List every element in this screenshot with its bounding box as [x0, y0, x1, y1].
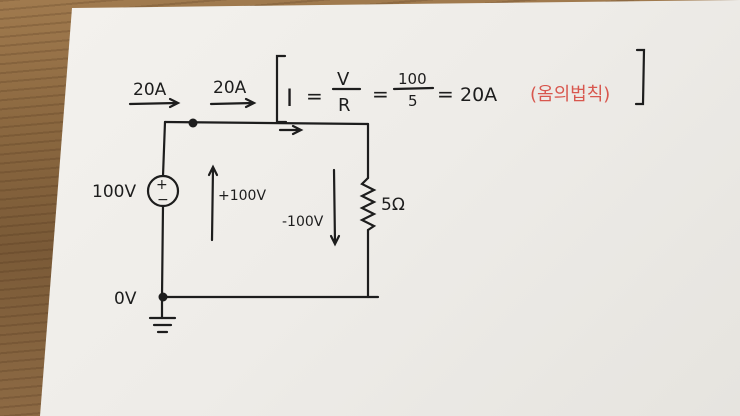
voltage-drop-label: -100V [282, 214, 324, 230]
wire-left-upper [161, 120, 167, 178]
source-voltage-label: 100V [92, 182, 136, 202]
node-top-left [188, 118, 198, 128]
equation-numerator: 100 [398, 70, 427, 88]
voltage-drop-arrow [329, 168, 341, 247]
equation-v: V [337, 69, 350, 90]
current-arrow-top-wire [278, 124, 304, 136]
bracket-left [275, 54, 288, 124]
equation-equals-3: = [437, 82, 454, 106]
bracket-right [634, 48, 646, 106]
voltage-rise-arrow [207, 164, 219, 242]
equation-r: R [338, 95, 351, 116]
equation-current: I [286, 84, 293, 112]
resistor-label: 5Ω [381, 195, 405, 215]
voltage-rise-label: +100V [218, 188, 266, 204]
source-minus-sign: − [157, 192, 169, 208]
voltage-source [146, 174, 180, 208]
equation-equals-1: = [306, 84, 323, 108]
source-plus-sign: + [156, 177, 168, 193]
equation-equals-2: = [372, 82, 389, 106]
equation-result: 20A [460, 84, 497, 106]
wire-left-lower [160, 204, 165, 299]
ohms-law-note: (옴의법칙) [530, 84, 610, 105]
current-arrow-right [209, 97, 257, 109]
wire-top [163, 120, 370, 126]
current-label-right: 20A [213, 78, 247, 98]
node-bottom-left [158, 292, 168, 302]
ground-voltage-label: 0V [114, 289, 137, 309]
equation-denominator: 5 [408, 92, 418, 110]
resistor-symbol [359, 176, 377, 232]
current-arrow-left [128, 97, 181, 109]
current-label-left: 20A [133, 80, 167, 100]
fraction-line-num [392, 86, 435, 91]
